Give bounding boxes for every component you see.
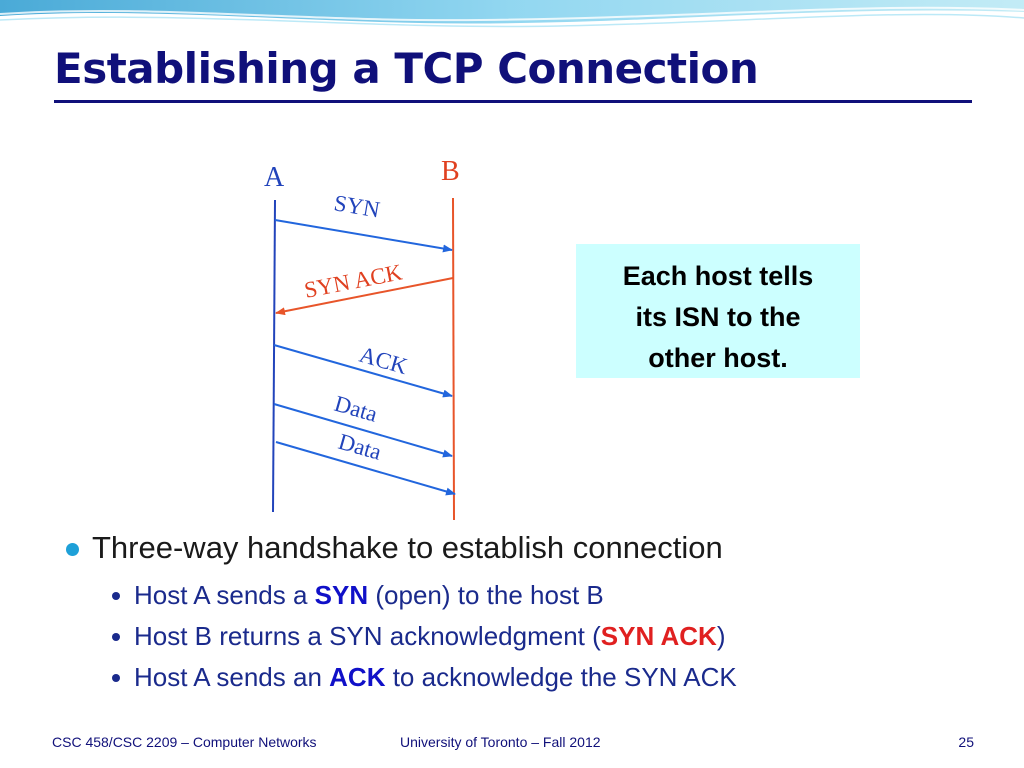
sub-bullet-text: Host A sends an bbox=[134, 662, 330, 692]
sub-bullet-syn: Host A sends a SYN (open) to the host B bbox=[134, 580, 604, 611]
sub-bullet-dot bbox=[112, 633, 120, 641]
top-wave-decoration bbox=[0, 0, 1024, 28]
host-a-label: A bbox=[264, 162, 285, 193]
sub-bullet-text: ) bbox=[716, 621, 726, 651]
bullet-main: Three-way handshake to establish connect… bbox=[92, 530, 723, 565]
sub-bullet-text: to acknowledge the SYN ACK bbox=[385, 662, 737, 692]
syn-ack-arrow bbox=[275, 277, 454, 316]
bullet-dot bbox=[66, 543, 79, 556]
data-arrow-1 bbox=[273, 403, 453, 458]
ack-arrow bbox=[273, 344, 453, 398]
sub-bullet-text: (open) to the host B bbox=[368, 580, 604, 610]
slide-footer: CSC 458/CSC 2209 – Computer Networks Uni… bbox=[0, 734, 1024, 754]
sub-bullet-dot bbox=[112, 592, 120, 600]
host-a-timeline bbox=[272, 199, 276, 513]
ack-label: ACK bbox=[357, 342, 411, 380]
sub-bullet-text: Host B returns a SYN acknowledgment ( bbox=[134, 621, 601, 651]
sub-bullet-ack: Host A sends an ACK to acknowledge the S… bbox=[134, 662, 737, 693]
sub-bullet-dot bbox=[112, 674, 120, 682]
keyword-syn: SYN bbox=[314, 580, 369, 610]
syn-ack-label: SYN ACK bbox=[302, 259, 404, 303]
title-underline bbox=[54, 100, 972, 103]
isn-note-line-3: other host. bbox=[648, 343, 788, 373]
page-number: 25 bbox=[958, 734, 974, 750]
isn-note-line-1: Each host tells bbox=[622, 261, 814, 291]
host-b-timeline bbox=[452, 197, 455, 521]
host-b-label: B bbox=[441, 156, 460, 187]
keyword-syn-ack: SYN ACK bbox=[600, 621, 717, 651]
sub-bullet-syn-ack: Host B returns a SYN acknowledgment (SYN… bbox=[134, 621, 726, 652]
slide-title: Establishing a TCP Connection bbox=[54, 44, 759, 93]
footer-institution: University of Toronto – Fall 2012 bbox=[400, 734, 601, 750]
isn-note-box: Each host tells its ISN to the other hos… bbox=[576, 244, 860, 378]
isn-note-line-2: its ISN to the bbox=[635, 302, 801, 332]
syn-label: SYN bbox=[332, 190, 382, 222]
data-arrow-2 bbox=[275, 441, 456, 496]
footer-course: CSC 458/CSC 2209 – Computer Networks bbox=[52, 734, 317, 750]
data-label-1: Data bbox=[332, 391, 381, 427]
tcp-handshake-diagram: A B SYN SYN ACK ACK Data Data bbox=[264, 156, 460, 521]
keyword-ack: ACK bbox=[329, 662, 386, 692]
syn-arrow bbox=[274, 219, 453, 253]
sub-bullet-text: Host A sends a bbox=[134, 580, 315, 610]
